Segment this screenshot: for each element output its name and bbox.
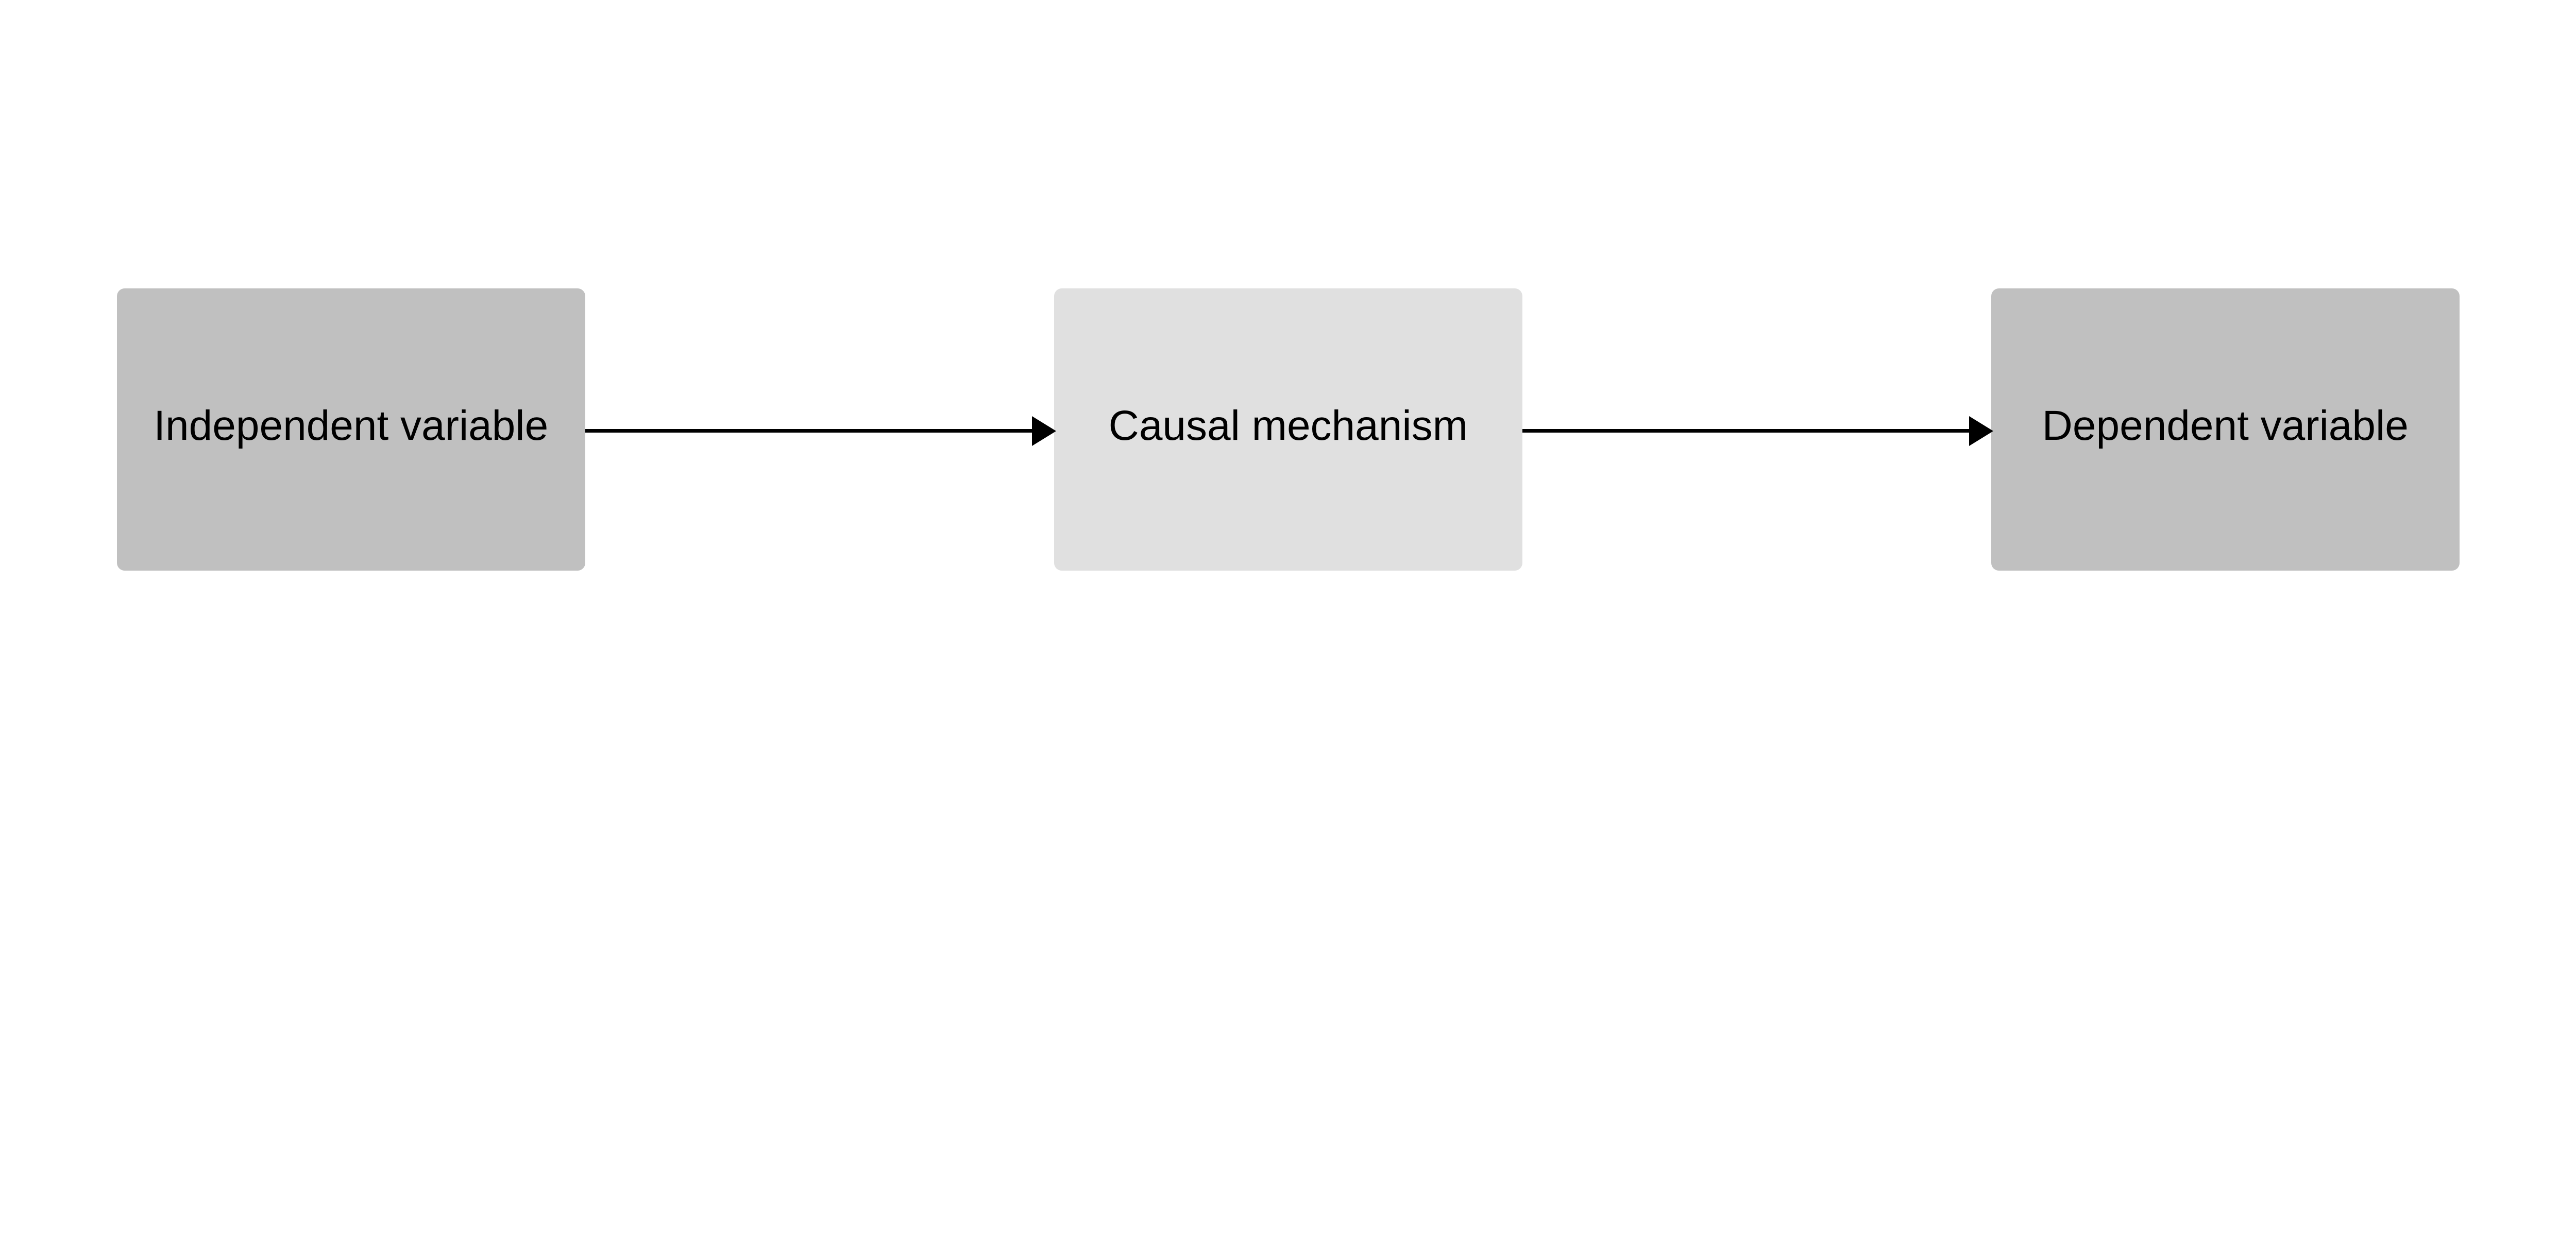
arrow-line: [585, 429, 1033, 433]
arrow-line: [1522, 429, 1971, 433]
diagram-row: Independent variable Causal mechanism De…: [0, 288, 2576, 571]
node-dependent-variable: Dependent variable: [1991, 288, 2460, 571]
node-label: Dependent variable: [2042, 402, 2409, 449]
node-label: Causal mechanism: [1108, 402, 1468, 449]
arrow-independent-to-mechanism: [585, 288, 1056, 571]
arrow-mechanism-to-dependent: [1522, 288, 1993, 571]
arrowhead-icon: [1031, 416, 1056, 446]
node-causal-mechanism: Causal mechanism: [1054, 288, 1522, 571]
arrowhead-icon: [1969, 416, 1993, 446]
node-label: Independent variable: [154, 402, 549, 449]
node-independent-variable: Independent variable: [117, 288, 585, 571]
